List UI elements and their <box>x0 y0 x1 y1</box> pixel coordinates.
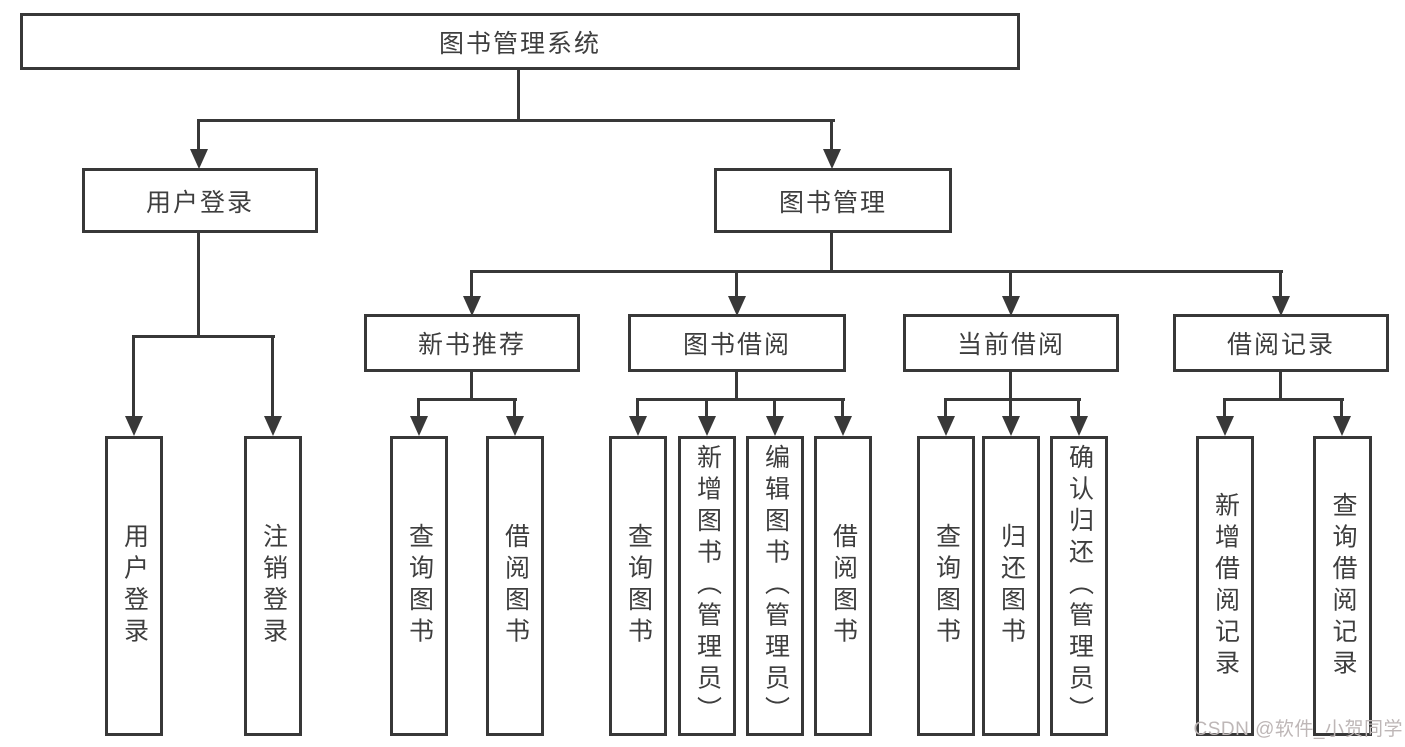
leaf-label: 查询图书 <box>624 523 653 649</box>
arrow-down-icon <box>1070 416 1088 436</box>
connector-drop-leaf <box>1077 398 1080 420</box>
leaf-label: 用户登录 <box>120 523 149 649</box>
connector-section-bus <box>636 398 845 401</box>
connector-drop-leaf <box>271 335 274 419</box>
leaf-label: 新增图书（管理员） <box>693 444 722 728</box>
connector-section-stem <box>1009 372 1012 401</box>
leaf-logout: 注销登录 <box>244 436 302 736</box>
arrow-down-icon <box>1002 416 1020 436</box>
connector-drop-user-login <box>197 119 200 152</box>
leaf-label: 编辑图书（管理员） <box>761 444 790 728</box>
leaf-query-borrow-record: 查询借阅记录 <box>1313 436 1372 736</box>
leaf-label: 借阅图书 <box>829 523 858 649</box>
csdn-watermark: CSDN @软件_小贺同学 <box>1193 719 1403 740</box>
connector-drop-leaf <box>1223 398 1226 420</box>
connector-drop-leaf <box>705 398 708 420</box>
node-new-book-recommendation: 新书推荐 <box>364 314 580 372</box>
connector-drop-leaf <box>773 398 776 420</box>
connector-book-management-bus <box>471 270 1283 273</box>
node-current-borrowing: 当前借阅 <box>903 314 1119 372</box>
node-label: 图书管理 <box>778 188 887 217</box>
connector-book-management-stem <box>830 233 833 273</box>
arrow-down-icon <box>463 296 481 316</box>
arrow-down-icon <box>629 416 647 436</box>
connector-section-bus <box>417 398 517 401</box>
connector-drop-leaf <box>1340 398 1343 420</box>
connector-user-login-bus <box>133 335 275 338</box>
arrow-down-icon <box>190 149 208 169</box>
leaf-label: 查询图书 <box>405 523 434 649</box>
leaf-query-books-borrowing: 查询图书 <box>609 436 667 736</box>
leaf-label: 确认归还（管理员） <box>1065 444 1094 728</box>
leaf-add-borrow-record: 新增借阅记录 <box>1196 436 1254 736</box>
leaf-edit-books-admin: 编辑图书（管理员） <box>746 436 804 736</box>
arrow-down-icon <box>937 416 955 436</box>
leaf-label: 注销登录 <box>259 523 288 649</box>
node-label: 图书借阅 <box>682 331 791 359</box>
connector-drop-book-management <box>830 119 833 152</box>
leaf-query-books-recommend: 查询图书 <box>390 436 448 736</box>
arrow-down-icon <box>264 416 282 436</box>
connector-root-bus <box>198 119 835 122</box>
leaf-label: 查询借阅记录 <box>1329 491 1357 681</box>
connector-drop-leaf <box>513 398 516 420</box>
arrow-down-icon <box>1272 296 1290 316</box>
arrow-down-icon <box>834 416 852 436</box>
leaf-label: 归还图书 <box>997 523 1026 649</box>
leaf-label: 查询图书 <box>932 523 961 649</box>
leaf-user-login: 用户登录 <box>105 436 163 736</box>
arrow-down-icon <box>766 416 784 436</box>
arrow-down-icon <box>698 416 716 436</box>
leaf-query-books-current: 查询图书 <box>917 436 975 736</box>
connector-drop-leaf <box>636 398 639 420</box>
leaf-confirm-return-admin: 确认归还（管理员） <box>1050 436 1108 736</box>
connector-user-login-stem <box>197 233 200 338</box>
arrow-down-icon <box>823 149 841 169</box>
node-label: 借阅记录 <box>1226 331 1335 359</box>
node-library-management-system: 图书管理系统 <box>20 13 1020 70</box>
connector-section-bus <box>944 398 1081 401</box>
node-label: 新书推荐 <box>417 331 526 359</box>
leaf-add-books-admin: 新增图书（管理员） <box>678 436 736 736</box>
arrow-down-icon <box>1333 416 1351 436</box>
node-user-login: 用户登录 <box>82 168 318 233</box>
arrow-down-icon <box>410 416 428 436</box>
connector-drop-leaf <box>841 398 844 420</box>
connector-section-stem <box>470 372 473 401</box>
connector-drop-leaf <box>132 335 135 419</box>
node-book-borrowing: 图书借阅 <box>628 314 846 372</box>
connector-drop-section <box>1009 270 1012 299</box>
leaf-return-books: 归还图书 <box>982 436 1040 736</box>
connector-section-bus <box>1223 398 1344 401</box>
arrow-down-icon <box>1216 416 1234 436</box>
node-label: 当前借阅 <box>956 331 1065 359</box>
connector-root-stem <box>517 70 520 120</box>
leaf-label: 借阅图书 <box>501 523 530 649</box>
connector-drop-section <box>1279 270 1282 299</box>
connector-section-stem <box>735 372 738 401</box>
connector-drop-leaf <box>417 398 420 420</box>
arrow-down-icon <box>1002 296 1020 316</box>
leaf-borrow-books-recommend: 借阅图书 <box>486 436 544 736</box>
leaf-borrow-books: 借阅图书 <box>814 436 872 736</box>
connector-drop-section <box>470 270 473 299</box>
connector-drop-section <box>735 270 738 299</box>
node-label: 用户登录 <box>145 188 254 217</box>
leaf-label: 新增借阅记录 <box>1211 491 1240 681</box>
node-borrowing-records: 借阅记录 <box>1173 314 1389 372</box>
arrow-down-icon <box>506 416 524 436</box>
arrow-down-icon <box>728 296 746 316</box>
node-book-management: 图书管理 <box>714 168 952 233</box>
connector-drop-leaf <box>1009 398 1012 420</box>
connector-drop-leaf <box>944 398 947 420</box>
connector-section-stem <box>1279 372 1282 401</box>
arrow-down-icon <box>125 416 143 436</box>
node-label: 图书管理系统 <box>438 29 601 58</box>
